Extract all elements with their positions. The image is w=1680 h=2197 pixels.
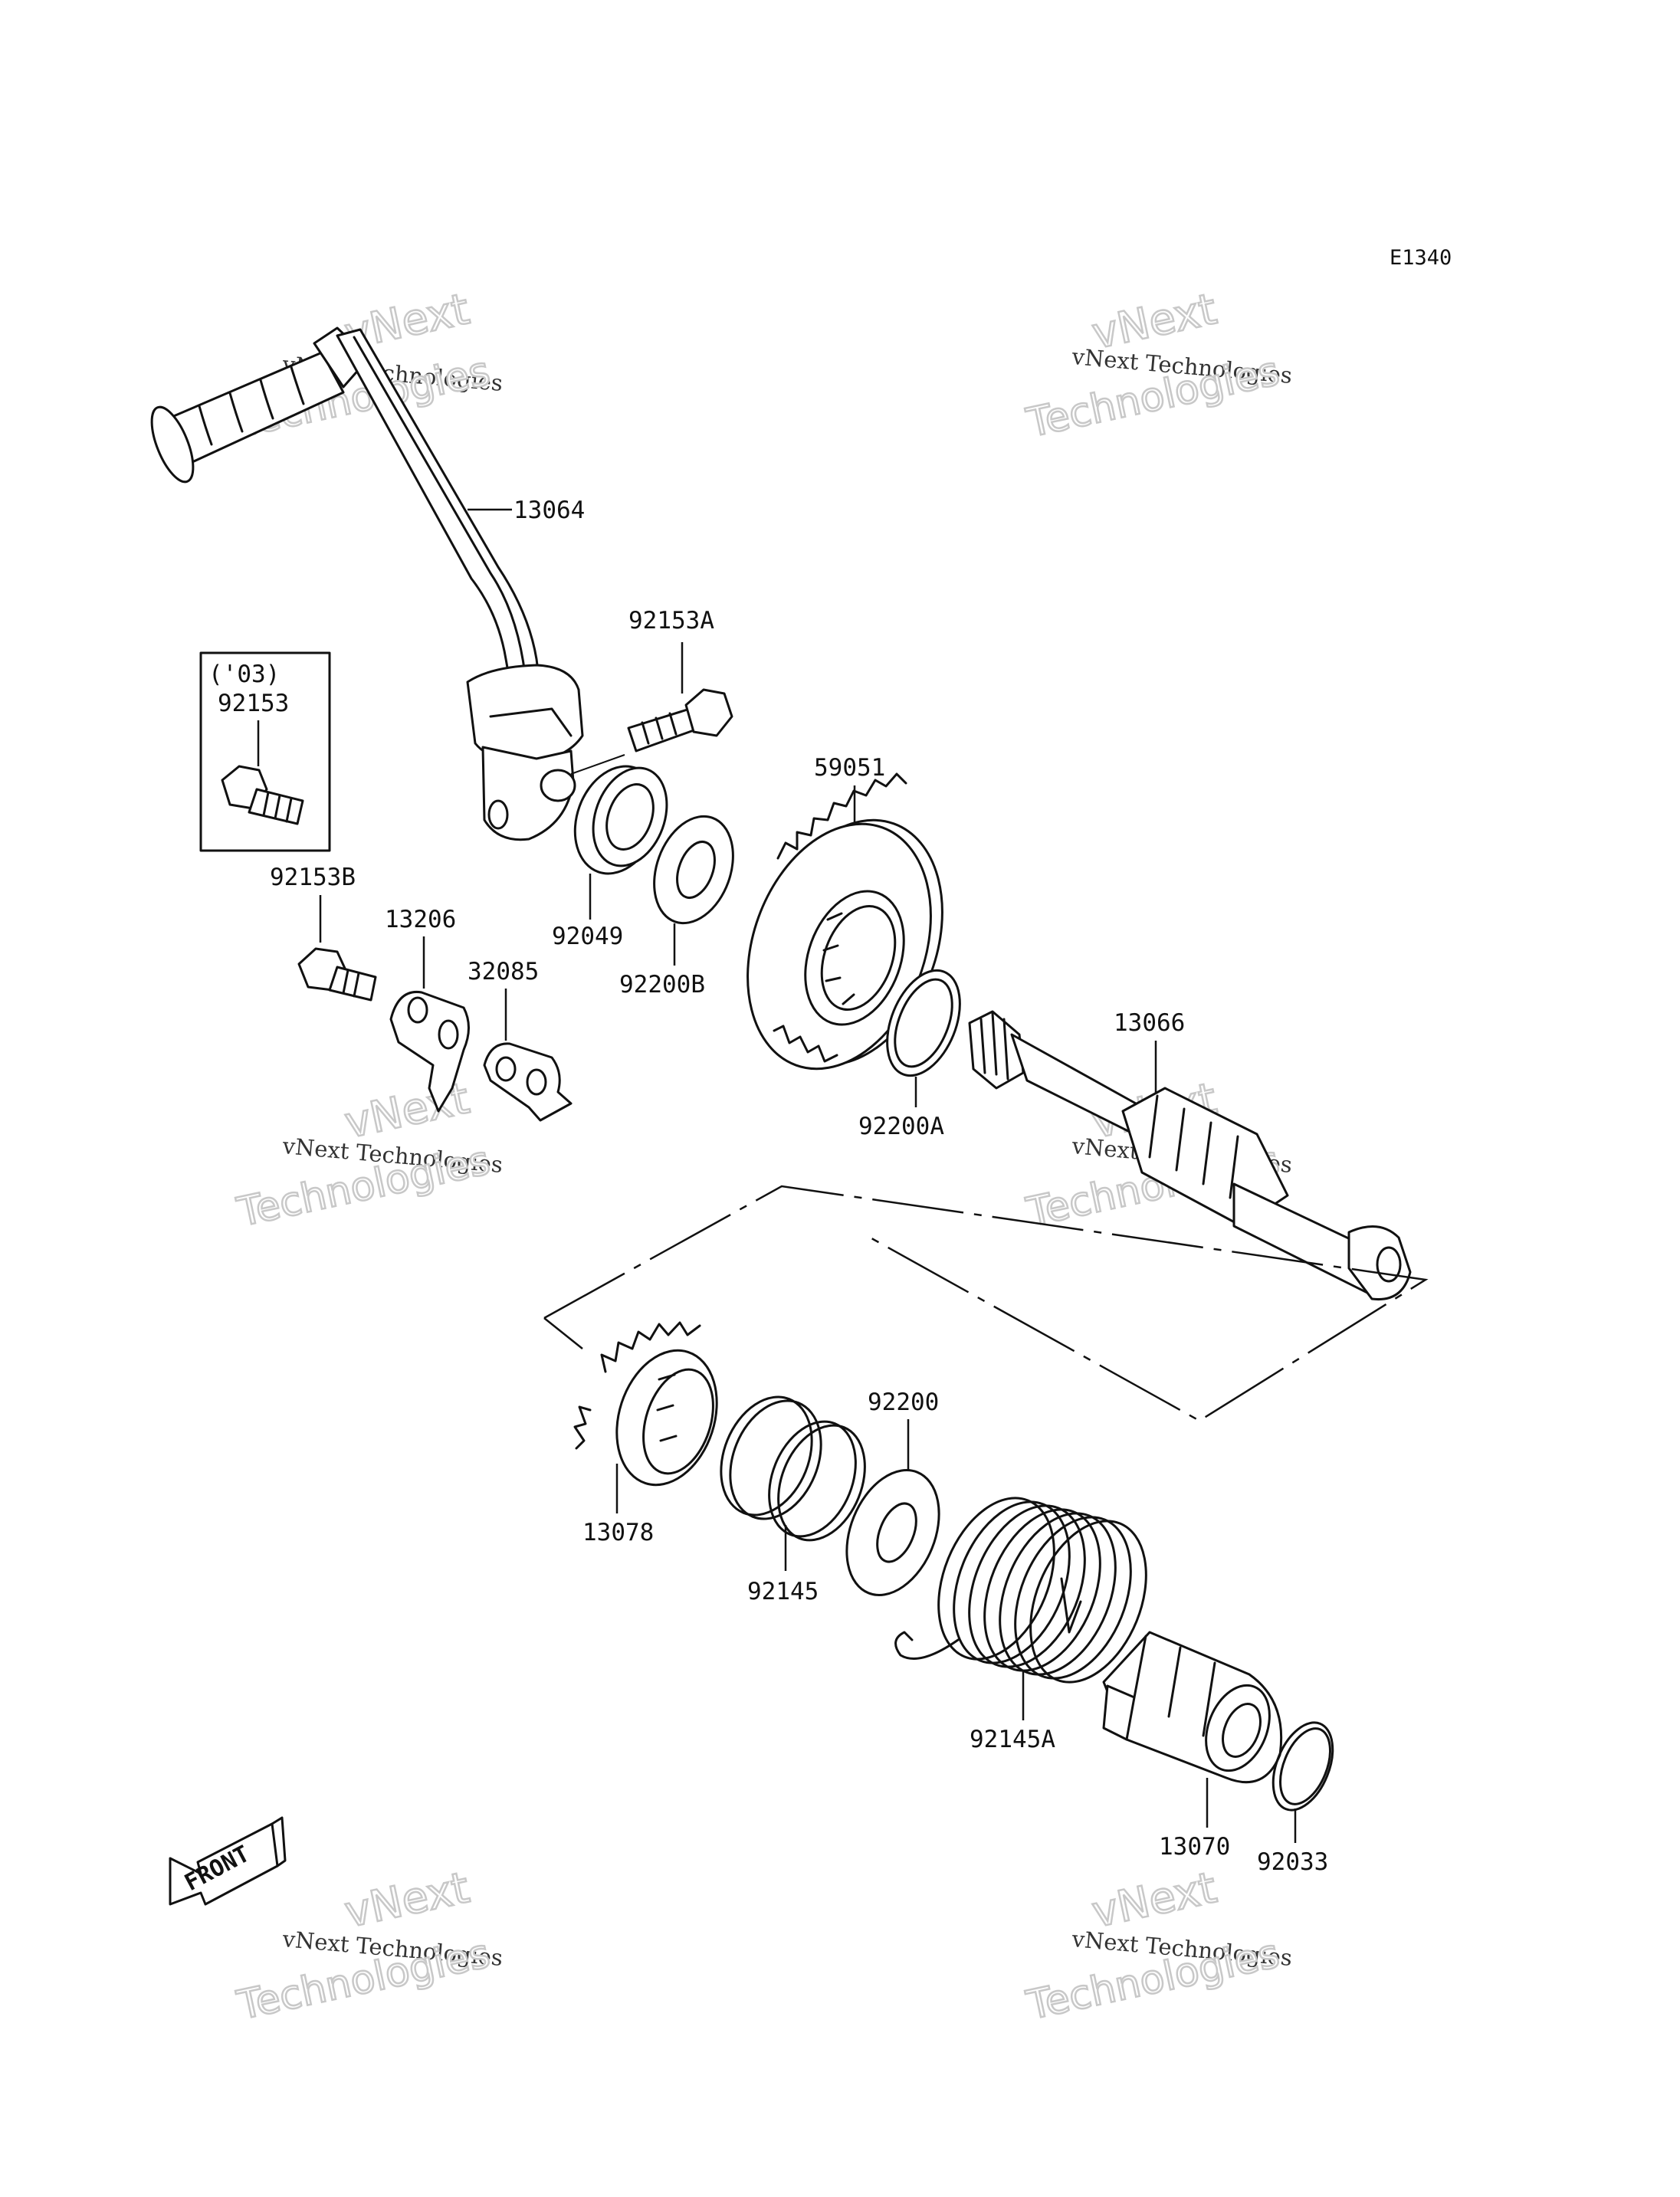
bracket-32085 <box>483 1042 573 1122</box>
bolt-92153 <box>221 765 304 825</box>
label-13206: 13206 <box>385 906 456 933</box>
label-32085: 32085 <box>468 958 539 985</box>
label-13066: 13066 <box>1114 1009 1185 1037</box>
variant-box <box>199 651 331 852</box>
label-92145: 92145 <box>747 1578 819 1605</box>
ratchet-gear-13078 <box>573 1321 718 1487</box>
spring-92145 <box>720 1395 866 1542</box>
washer-92200 <box>845 1469 940 1596</box>
plate-13206 <box>389 990 470 1113</box>
label-92153B: 92153B <box>270 864 356 891</box>
bolt-92153A <box>627 688 733 753</box>
svg-text:vNext: vNext <box>1088 1863 1221 1938</box>
label-92145A: 92145A <box>970 1726 1055 1753</box>
oil-seal-92049 <box>570 754 668 875</box>
watermark-mid-left: vNext vNext Technologies Technologies <box>232 1073 504 1237</box>
assembly-outline <box>543 1185 1429 1422</box>
kick-spring-92145A <box>894 1497 1147 1684</box>
label-13070: 13070 <box>1159 1833 1230 1861</box>
label-92200B: 92200B <box>619 971 705 998</box>
washer-92200B <box>653 815 734 925</box>
label-92200: 92200 <box>868 1389 939 1416</box>
kick-pedal-13064 <box>150 326 584 841</box>
label-13078: 13078 <box>582 1519 654 1546</box>
label-59051: 59051 <box>814 754 885 782</box>
diagram-code: E1340 <box>1390 246 1452 270</box>
kick-shaft-13066 <box>968 1010 1412 1301</box>
holder-13070 <box>1102 1631 1283 1784</box>
watermark-bottom-left: vNext vNext Technologies Technologies <box>232 1862 504 2030</box>
variant-part: 92153 <box>218 690 289 717</box>
variant-year: ('03) <box>208 661 280 688</box>
label-92049: 92049 <box>552 923 623 950</box>
svg-text:vNext: vNext <box>340 1863 474 1938</box>
watermark-top-right: vNext vNext Technologies Technologies <box>1022 284 1293 448</box>
front-arrow-icon: FRONT <box>169 1816 287 1906</box>
label-92033: 92033 <box>1257 1848 1328 1876</box>
label-92153A: 92153A <box>628 607 714 635</box>
circlip-92033 <box>1271 1721 1334 1812</box>
washer-92200A <box>886 969 961 1077</box>
watermark-bottom-right: vNext vNext Technologies Technologies <box>1022 1862 1293 2030</box>
label-92200A: 92200A <box>858 1113 944 1140</box>
bolt-92153B <box>297 947 377 1002</box>
label-13064: 13064 <box>514 497 585 524</box>
